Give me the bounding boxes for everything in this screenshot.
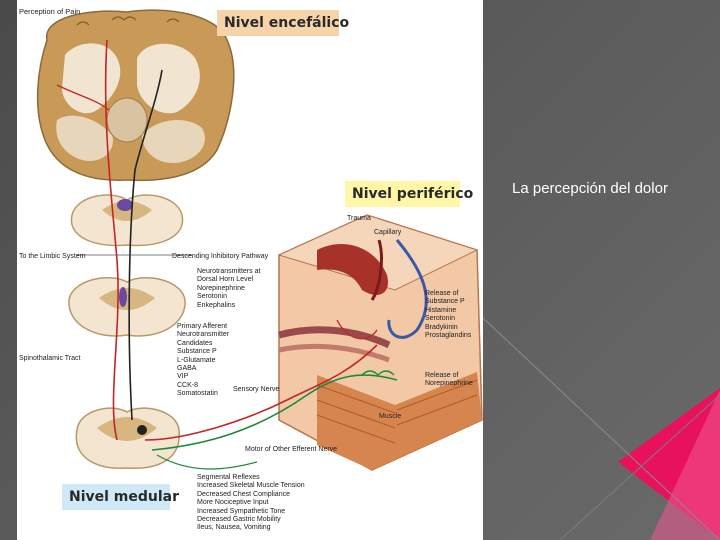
annotation-muscle: Muscle [379, 413, 402, 420]
annotation-descending: Descending Inhibitory Pathway [172, 253, 269, 260]
peripheral-tissue-block [277, 214, 483, 471]
level-label-spinal: Nivel medular [62, 484, 179, 510]
annotation-primary-afferent: Primary Afferent Neurotransmitter Candid… [177, 323, 230, 398]
annotation-trauma: Trauma [347, 215, 371, 222]
accent-line [482, 317, 720, 540]
pain-perception-figure: Nivel encefálico Nivel periférico Nivel … [17, 0, 483, 540]
annotation-release-substance: Release of Substance P Histamine Seroton… [425, 290, 472, 340]
figure-title: Perception of Pain [19, 7, 81, 16]
annotation-spinothalamic: Spinothalamic Tract [19, 355, 81, 362]
annotation-capillary: Capillary [374, 229, 402, 236]
accent-line [559, 394, 720, 540]
annotation-release-norepinephrine: Release of Norepinephrine [425, 372, 473, 388]
annotation-segmental-reflexes: Segmental Reflexes Increased Skeletal Mu… [197, 474, 305, 532]
level-label-encephalic: Nivel encefálico [217, 10, 349, 36]
level-label-peripheral: Nivel periférico [345, 181, 473, 207]
annotation-motor-nerve: Motor of Other Efferent Nerve [245, 446, 338, 453]
brain-section [36, 9, 235, 182]
slide-caption: La percepción del dolor [512, 180, 668, 197]
magenta-triangle-light [650, 390, 720, 540]
nerve-pathways [56, 39, 398, 470]
anatomy-illustration [36, 9, 483, 471]
annotation-limbic: To the Limbic System [19, 253, 86, 260]
spinal-cord-segments [68, 194, 186, 469]
annotation-sensory-nerve: Sensory Nerve [233, 386, 280, 393]
annotation-neurotransmitters: Neurotransmitters at Dorsal Horn Level N… [197, 268, 261, 309]
